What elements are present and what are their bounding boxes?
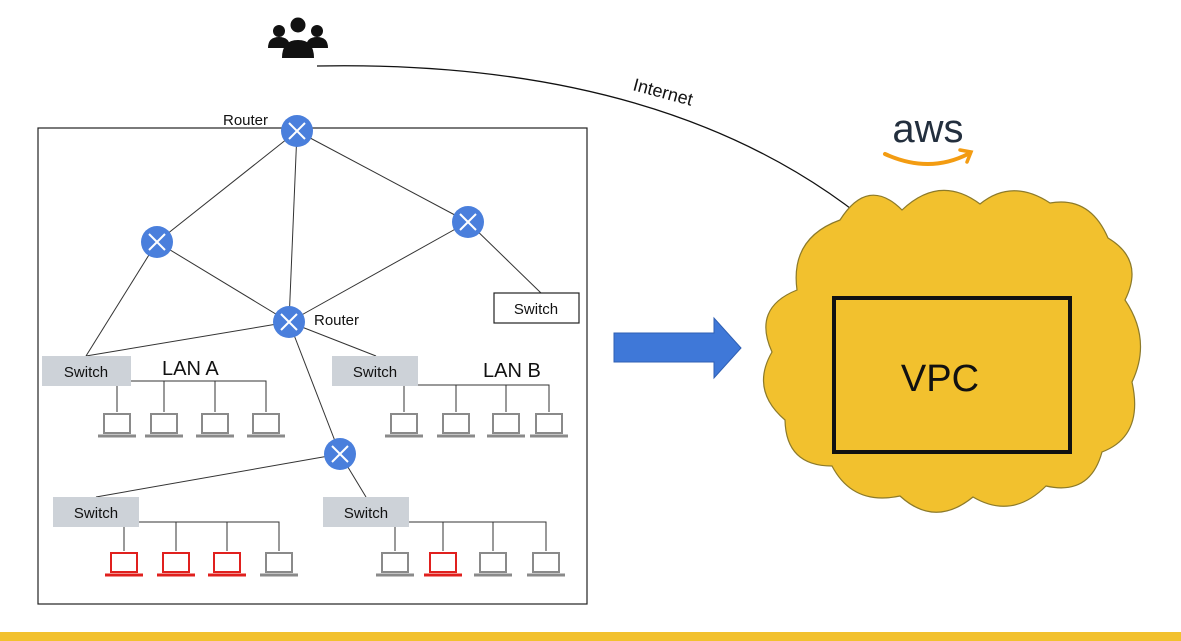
vpc-box	[832, 296, 1072, 454]
router-icon	[324, 438, 356, 470]
router-label-top: Router	[223, 112, 268, 129]
switch-c-box	[53, 497, 139, 527]
laptop-icon	[105, 552, 143, 577]
switch-b-box	[332, 356, 418, 386]
router-icon	[141, 226, 173, 258]
router-icon	[273, 306, 305, 338]
lan-a-label: LAN A	[162, 358, 219, 380]
laptop-icon	[260, 552, 298, 577]
users-icon	[268, 17, 328, 58]
laptop-icon	[157, 552, 195, 577]
router-icon	[281, 115, 313, 147]
laptop-icon	[530, 413, 568, 438]
laptop-icon	[145, 413, 183, 438]
migration-arrow	[613, 316, 742, 380]
switch-d-label: Switch	[344, 505, 388, 522]
switch-c-label: Switch	[74, 505, 118, 522]
laptop-icon	[527, 552, 565, 577]
switch-d-box	[323, 497, 409, 527]
switch-right-label: Switch	[514, 301, 558, 318]
lan-b-label: LAN B	[483, 360, 541, 382]
laptop-icon	[98, 413, 136, 438]
switch-a-label: Switch	[64, 364, 108, 381]
aws-logo: aws	[883, 107, 974, 166]
vpc-label: VPC	[901, 358, 979, 400]
svg-text:aws: aws	[892, 107, 963, 151]
switch-a-box	[42, 356, 131, 386]
laptop-icon	[385, 413, 423, 438]
lan-wiring	[116, 380, 550, 551]
laptop-icon	[247, 413, 285, 438]
laptop-icon	[487, 413, 525, 438]
laptop-icon	[208, 552, 246, 577]
laptop-icon	[196, 413, 234, 438]
laptop-group	[98, 413, 568, 577]
laptop-icon	[424, 552, 462, 577]
switch-b-label: Switch	[353, 364, 397, 381]
laptop-icon	[474, 552, 512, 577]
router-icon	[452, 206, 484, 238]
laptop-icon	[376, 552, 414, 577]
switch-right-box	[493, 292, 580, 324]
bottom-accent-bar	[0, 632, 1181, 641]
laptop-icon	[437, 413, 475, 438]
router-label-mid: Router	[314, 312, 359, 329]
